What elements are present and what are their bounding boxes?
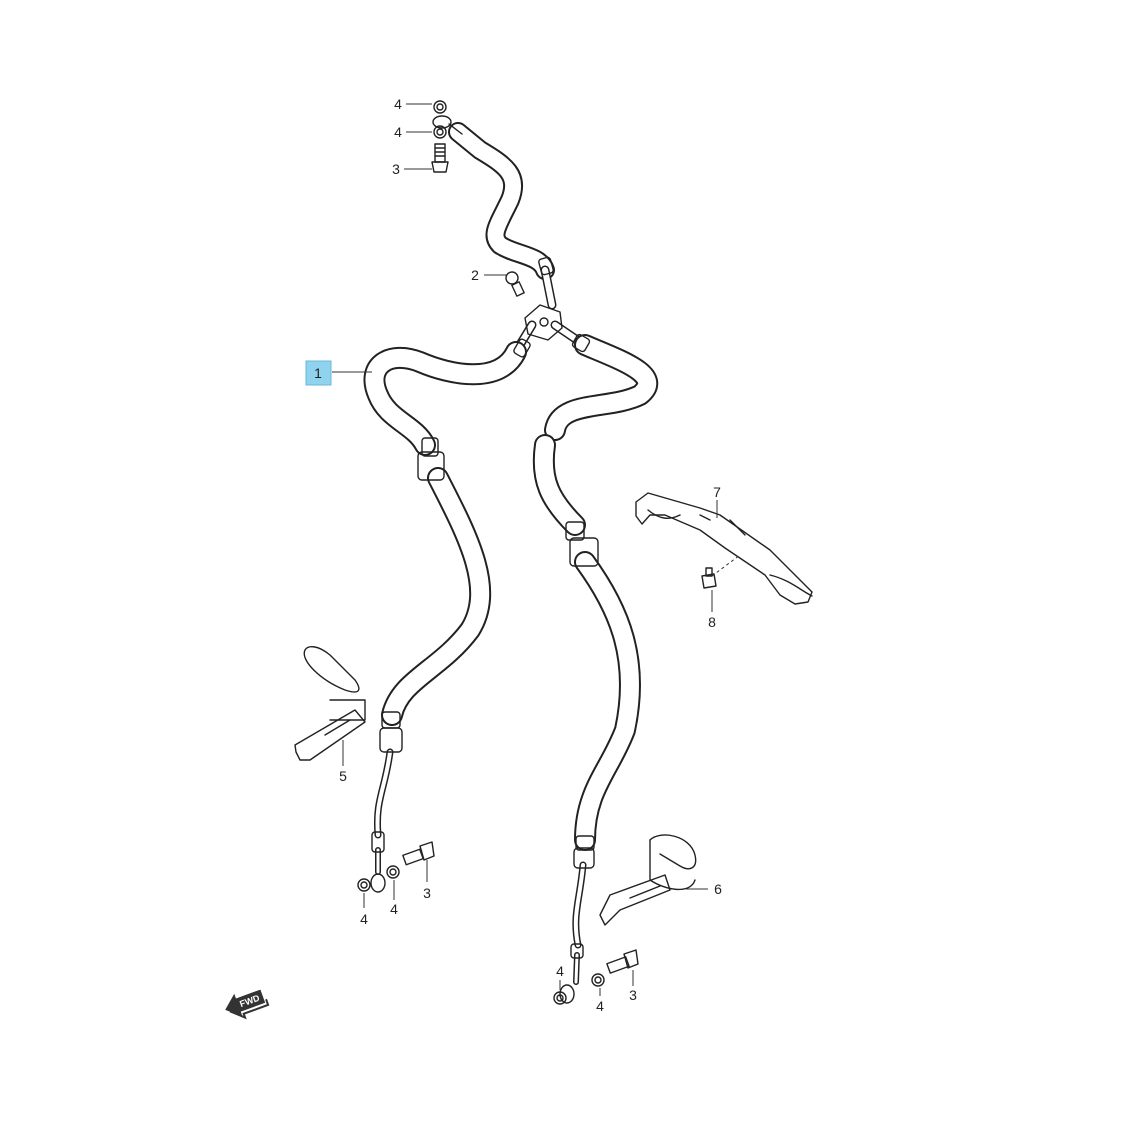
hose-clamp-left[interactable] <box>294 646 366 761</box>
brake-hose-assembly[interactable] <box>363 122 659 985</box>
sealing-washers[interactable] <box>357 100 605 1005</box>
bleeder-screw[interactable] <box>505 271 525 297</box>
callout-4-left-a[interactable]: 4 <box>360 911 368 927</box>
callout-6[interactable]: 6 <box>714 881 722 897</box>
hose-fittings <box>370 115 599 1004</box>
callout-4-right-a[interactable]: 4 <box>556 963 564 979</box>
union-bolt-left[interactable] <box>402 841 435 866</box>
callout-7[interactable]: 7 <box>713 484 721 500</box>
leader-lines <box>332 103 741 996</box>
union-bolt-top[interactable] <box>431 143 449 173</box>
callout-4-right-b[interactable]: 4 <box>596 998 604 1014</box>
callout-3-right[interactable]: 3 <box>629 987 637 1003</box>
callout-2[interactable]: 2 <box>471 267 479 283</box>
union-bolts[interactable] <box>402 143 717 974</box>
callout-3-top[interactable]: 3 <box>392 161 400 177</box>
callout-4-left-b[interactable]: 4 <box>390 901 398 917</box>
callout-4-top-lower[interactable]: 4 <box>394 124 402 140</box>
hose-guide-bracket[interactable] <box>635 492 813 605</box>
callout-8[interactable]: 8 <box>708 614 716 630</box>
hose-clamp-right[interactable] <box>599 834 697 926</box>
union-bolt-right[interactable] <box>606 949 639 974</box>
fwd-arrow-icon: FWD <box>225 989 270 1020</box>
callout-4-top-upper[interactable]: 4 <box>394 96 402 112</box>
callout-3-left[interactable]: 3 <box>423 885 431 901</box>
clamp-bolt[interactable] <box>701 567 717 589</box>
callout-1[interactable]: 1 <box>314 365 322 381</box>
callout-5[interactable]: 5 <box>339 768 347 784</box>
callout-labels: 1 2 3 3 3 4 4 4 4 4 4 5 6 7 8 <box>305 96 722 1014</box>
callout-1-highlight <box>305 360 332 386</box>
